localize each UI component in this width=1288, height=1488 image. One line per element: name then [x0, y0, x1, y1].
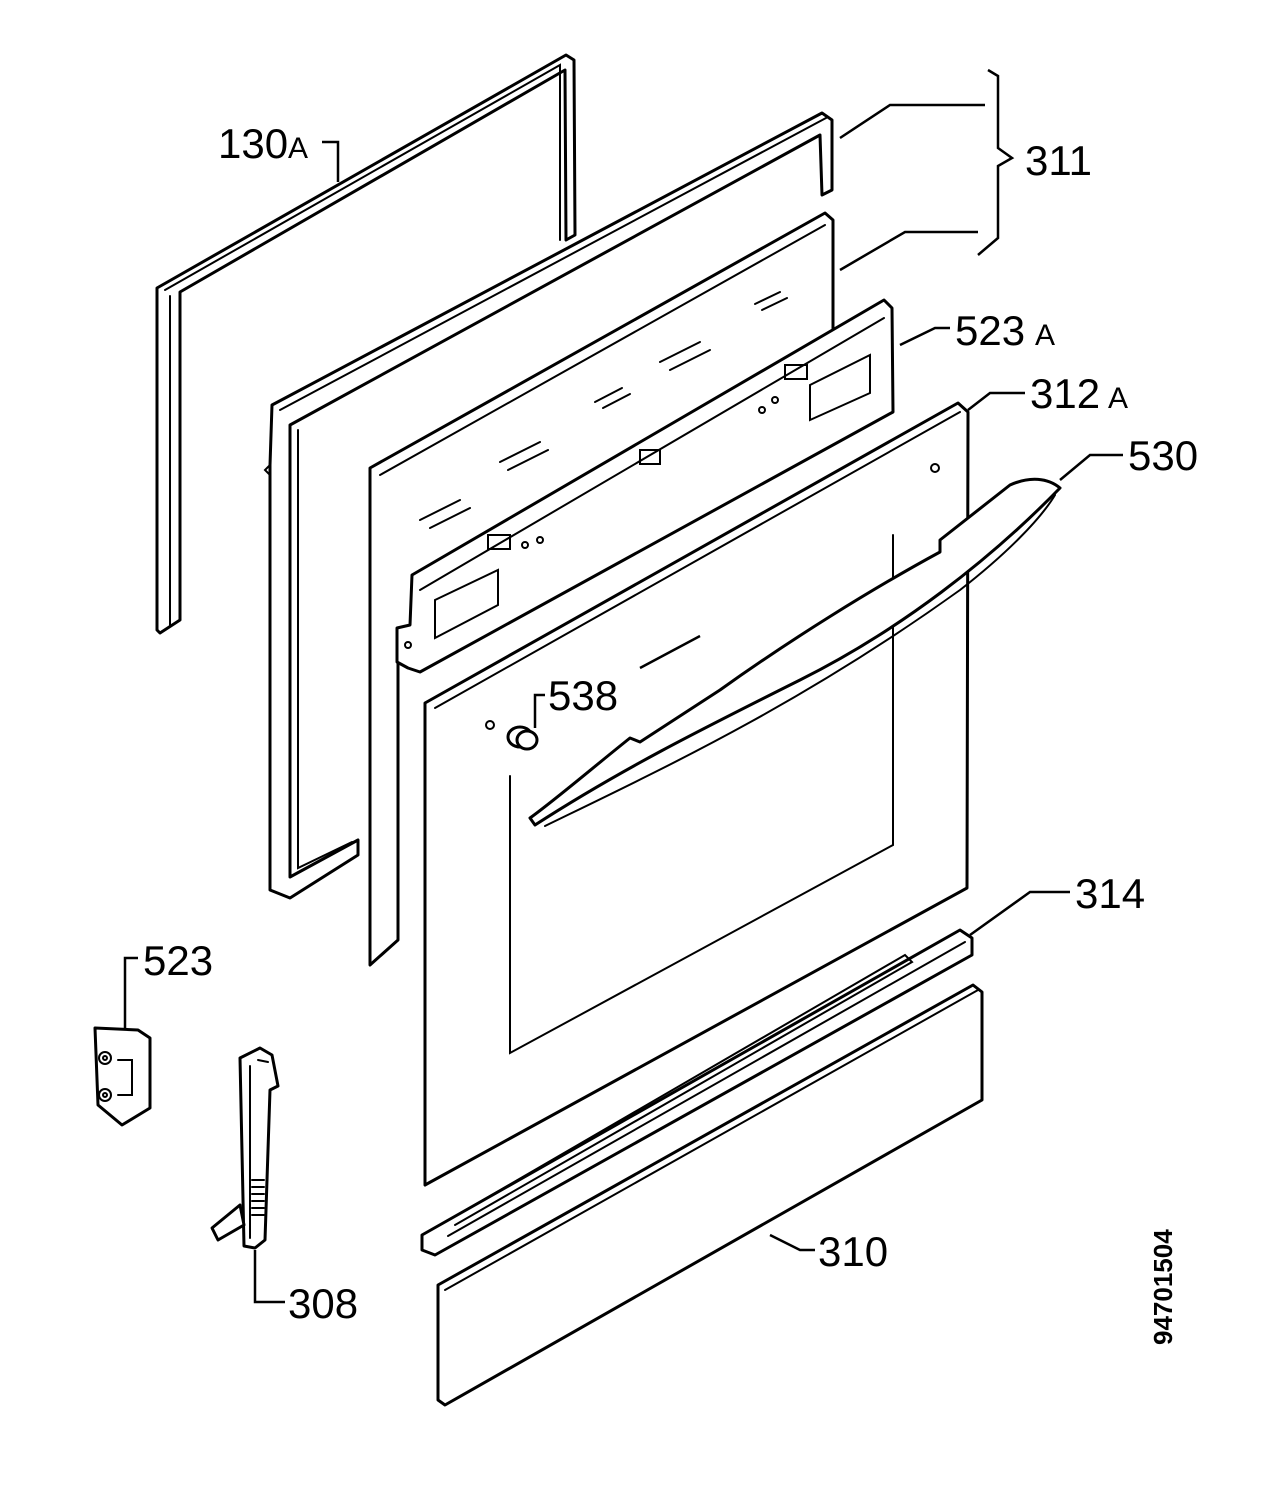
callout-314: 314 [1075, 870, 1145, 917]
callout-310: 310 [818, 1228, 888, 1275]
svg-text:308: 308 [288, 1280, 358, 1327]
drawing-reference-code: 94701504 [1148, 1229, 1178, 1345]
callout-308: 308 [288, 1280, 358, 1327]
leader-lines [123, 68, 1123, 1304]
svg-text:A: A [288, 132, 308, 165]
callout-130a: 130 A [218, 120, 308, 167]
svg-text:523: 523 [955, 307, 1025, 354]
svg-text:530: 530 [1128, 432, 1198, 479]
svg-text:130: 130 [218, 120, 288, 167]
callout-523: 523 [143, 937, 213, 984]
callout-538: 538 [548, 672, 618, 719]
part-312a-door-panel [423, 401, 970, 1187]
part-311-inner-frame [263, 111, 834, 900]
part-308-hinge-arm [210, 1046, 280, 1250]
callout-311: 311 [1025, 137, 1092, 184]
part-523-hinge-plate [93, 1026, 152, 1127]
svg-text:523: 523 [143, 937, 213, 984]
part-314-trim-strip [420, 928, 974, 1257]
svg-text:310: 310 [818, 1228, 888, 1275]
part-530-handle [528, 477, 1062, 827]
part-538-knob [506, 725, 539, 751]
svg-text:311: 311 [1025, 137, 1092, 184]
callout-530: 530 [1128, 432, 1198, 479]
svg-text:A: A [1108, 382, 1128, 415]
svg-text:312: 312 [1030, 370, 1100, 417]
callout-312a: 312 A [1030, 370, 1128, 417]
part-130a-seal-frame [155, 53, 577, 635]
part-310-lower-panel [436, 983, 984, 1407]
svg-text:314: 314 [1075, 870, 1145, 917]
svg-text:538: 538 [548, 672, 618, 719]
callout-523a: 523 A [955, 307, 1055, 354]
svg-text:A: A [1035, 319, 1055, 352]
part-523a-retainer-bracket [395, 298, 895, 674]
